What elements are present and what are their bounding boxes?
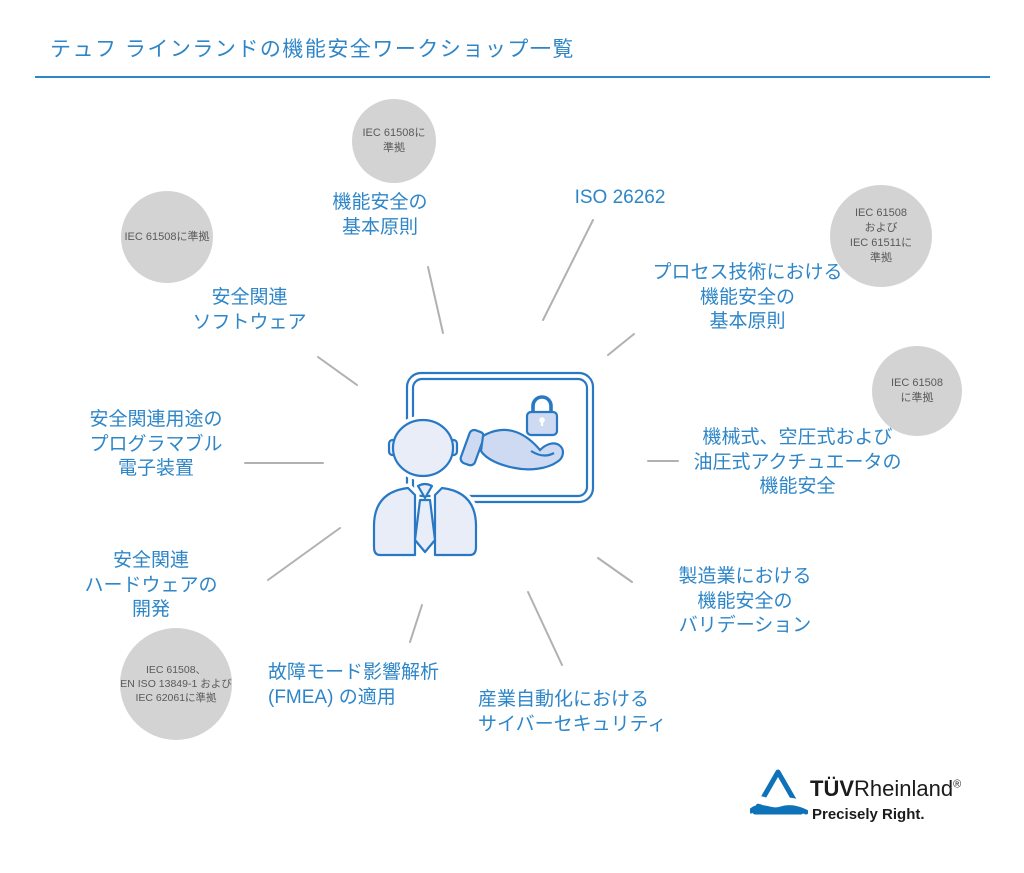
- badge-iec61508-13849-62061: IEC 61508、 EN ISO 13849-1 および IEC 62061に…: [120, 628, 232, 740]
- tuv-rheinland-logo-icon: [750, 769, 808, 815]
- page-title: テュフ ラインランドの機能安全ワークショップ一覧: [50, 38, 575, 61]
- lock-keyhole-icon: [539, 417, 545, 423]
- connector-line: [267, 527, 341, 581]
- workshop-label-validation: 製造業における 機能安全の バリデーション: [678, 566, 812, 637]
- connector-line: [607, 333, 635, 356]
- hand-cuff-icon: [459, 428, 486, 467]
- connector-line: [527, 591, 563, 666]
- connector-line: [597, 557, 633, 583]
- workshop-label-safety-software: 安全関連 ソフトウェア: [192, 287, 307, 333]
- connector-line: [409, 604, 423, 643]
- tie: [413, 498, 437, 554]
- logo-tuv-text: TÜV: [810, 776, 854, 801]
- tie-knot: [416, 482, 434, 500]
- badge-iec61508-left: IEC 61508に準拠: [121, 191, 213, 283]
- workshop-label-fundamentals: 機能安全の 基本原則: [332, 192, 428, 238]
- badge-iec61508-top: IEC 61508に 準拠: [352, 99, 436, 183]
- workshop-label-iso-26262: ISO 26262: [574, 187, 666, 208]
- title-underline: [35, 76, 990, 78]
- workshop-label-fmea: 故障モード影響解析 (FMEA) の適用: [268, 662, 440, 708]
- lock-keyhole-slot: [540, 421, 544, 426]
- logo-wordmark: TÜVRheinland®: [810, 776, 961, 802]
- connector-line: [317, 356, 358, 386]
- logo-tagline: Precisely Right.: [812, 806, 925, 823]
- presenter-person-icon: [369, 415, 481, 560]
- workshop-label-process-technology: プロセス技術における 機能安全の 基本原則: [652, 262, 843, 333]
- workshop-label-programmable-electronics: 安全関連用途の プログラマブル 電子装置: [89, 409, 223, 480]
- connector-line: [427, 266, 444, 334]
- badge-iec61508-right: IEC 61508 に準拠: [872, 346, 962, 436]
- shoulder-right: [433, 486, 478, 557]
- lock-shackle-icon: [531, 395, 553, 412]
- logo-rheinland-text: Rheinland: [854, 776, 954, 801]
- open-hand-icon: [479, 428, 564, 471]
- workshop-label-safety-hardware: 安全関連 ハードウェアの 開発: [84, 550, 218, 621]
- workshop-label-actuators: 機械式、空圧式および 油圧式アクチュエータの 機能安全: [693, 427, 902, 498]
- hand-finger-line: [530, 450, 555, 457]
- shoulder-left: [372, 486, 417, 557]
- connector-line: [542, 219, 594, 321]
- head: [391, 418, 455, 478]
- registered-mark: ®: [953, 778, 962, 791]
- badge-iec61508-61511: IEC 61508 および IEC 61511に 準拠: [830, 185, 932, 287]
- workshop-label-cybersecurity: 産業自動化における サイバーセキュリティ: [478, 689, 667, 735]
- presenter-illustration-icon: [369, 371, 595, 560]
